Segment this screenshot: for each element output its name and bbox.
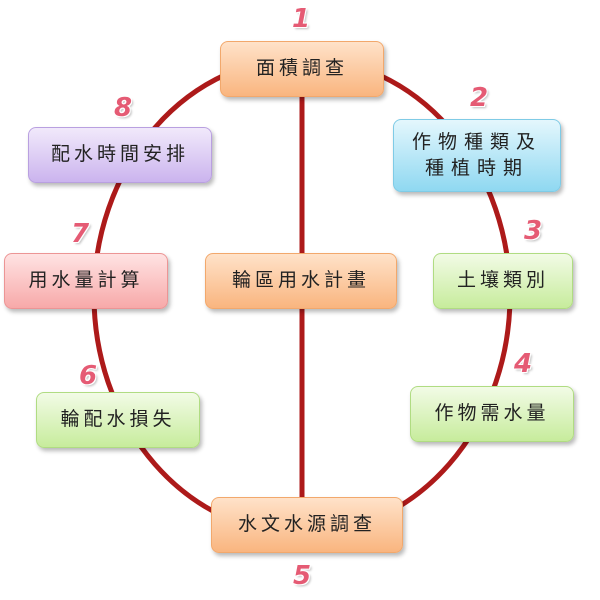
step-7-number: 7 xyxy=(71,219,90,249)
step-6-box: 輪配水損失 xyxy=(36,392,200,448)
step-5-label: 水文水源調查 xyxy=(237,513,376,536)
step-4-box: 作物需水量 xyxy=(410,386,574,442)
step-2-number: 2 xyxy=(470,83,489,113)
step-6-label: 輪配水損失 xyxy=(60,408,176,431)
center-box: 輪區用水計畫 xyxy=(205,253,397,309)
step-4-number: 4 xyxy=(514,349,533,379)
step-6-number: 6 xyxy=(79,361,98,391)
step-1-label: 面積調查 xyxy=(255,57,348,80)
step-5-number: 5 xyxy=(293,561,312,591)
step-3-box: 土壤類別 xyxy=(433,253,573,309)
step-2-box: 作物種類及種植時期 xyxy=(393,119,561,192)
step-5-box: 水文水源調查 xyxy=(211,497,403,553)
step-1-number: 1 xyxy=(292,4,311,34)
step-7-box: 用水量計算 xyxy=(4,253,168,309)
step-7-label: 用水量計算 xyxy=(28,269,144,292)
step-8-number: 8 xyxy=(114,93,133,123)
step-2-label: 作物種類及種植時期 xyxy=(411,130,542,179)
step-3-label: 土壤類別 xyxy=(456,269,549,292)
step-4-label: 作物需水量 xyxy=(434,402,550,425)
step-1-box: 面積調查 xyxy=(220,41,384,97)
step-3-number: 3 xyxy=(524,216,543,246)
center-label: 輪區用水計畫 xyxy=(231,269,370,292)
step-8-box: 配水時間安排 xyxy=(28,127,212,183)
step-8-label: 配水時間安排 xyxy=(50,143,189,166)
